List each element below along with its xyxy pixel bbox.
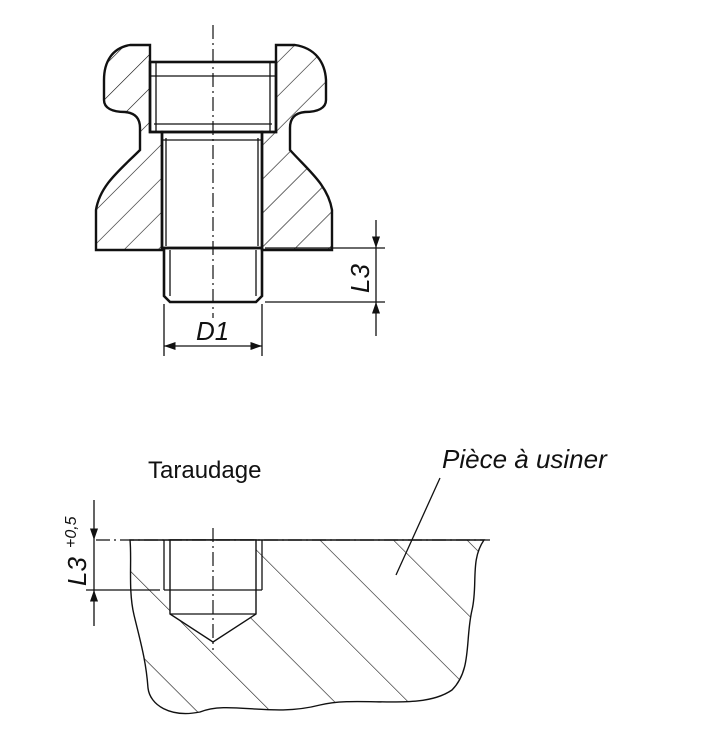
d1-dimension: D1	[163, 304, 263, 356]
bottom-l3-label: L3	[62, 557, 92, 586]
threaded-insert	[160, 130, 264, 250]
tolerance-label: +0,5	[63, 516, 80, 548]
top-l3-dimension: L3	[265, 220, 385, 336]
d1-label: D1	[196, 316, 229, 346]
knob-section	[94, 25, 334, 318]
knob-body-right	[260, 43, 334, 252]
workpiece-section	[96, 528, 490, 715]
tapping-title: Taraudage	[148, 457, 261, 484]
workpiece-label: Pièce à usiner	[442, 444, 608, 474]
bottom-l3-dimension: L3 +0,5	[62, 500, 160, 626]
knob-body-left	[94, 43, 164, 252]
top-l3-label: L3	[345, 264, 375, 293]
